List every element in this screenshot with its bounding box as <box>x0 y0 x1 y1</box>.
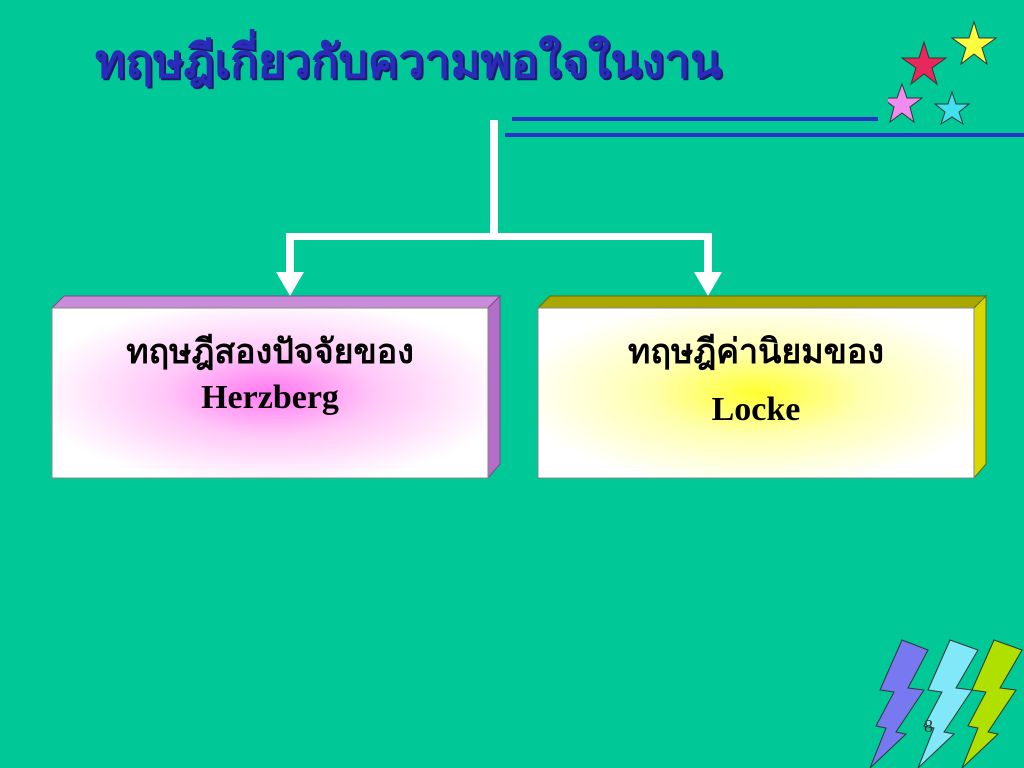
left-arrowhead <box>276 272 304 296</box>
red-star-icon <box>900 40 948 86</box>
title-underline-upper <box>512 117 878 121</box>
yellow-star-icon <box>950 20 998 66</box>
cyan-star-icon <box>933 90 971 126</box>
left-box-name: Herzberg <box>201 379 339 416</box>
lightning-decoration <box>869 639 1023 768</box>
right-arrowhead <box>694 272 722 296</box>
blue-lightning-icon <box>869 639 929 768</box>
cyan-lightning-icon <box>917 639 979 768</box>
page-number: 8 <box>924 716 933 736</box>
title-underline-lower <box>505 133 1024 137</box>
stars-decoration <box>888 20 998 126</box>
right-box-name: Locke <box>711 391 801 428</box>
pink-star-icon <box>888 82 924 124</box>
slide-title: ทฤษฎีเกี่ยวกับความพอใจในงาน <box>95 34 722 88</box>
green-lightning-icon <box>961 639 1023 768</box>
diagram-connector <box>276 120 722 296</box>
right-box-title: ทฤษฎีค่านิยมของ <box>628 332 884 372</box>
left-box-title: ทฤษฎีสองปัจจัยของ <box>126 332 414 372</box>
